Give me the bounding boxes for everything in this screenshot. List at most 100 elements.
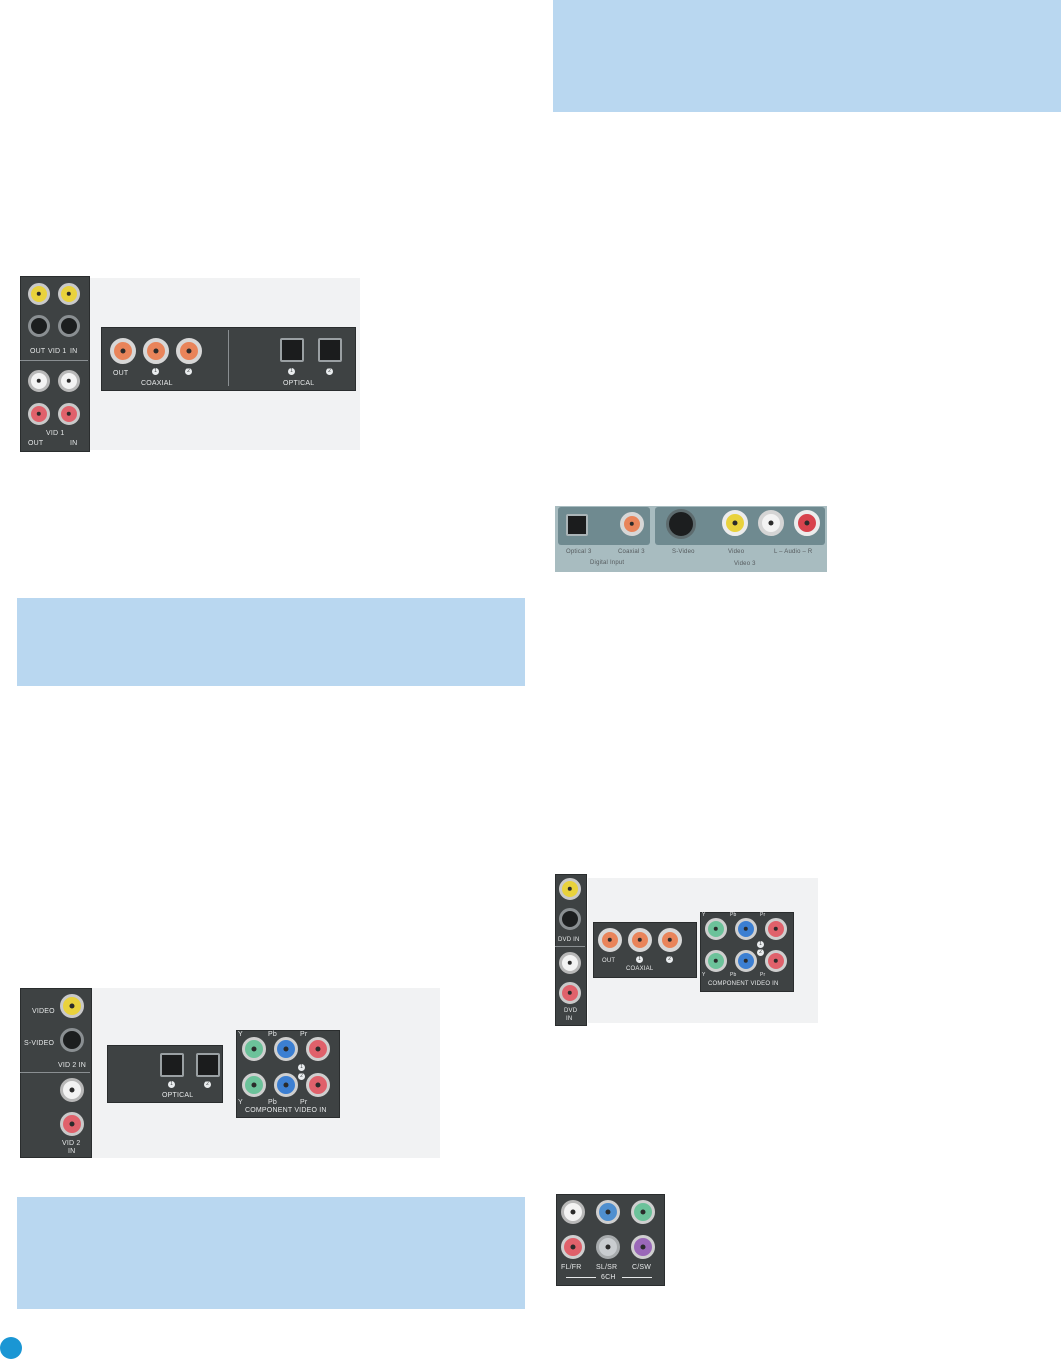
component-video-in-label: COMPONENT VIDEO IN: [245, 1107, 327, 1114]
audio-r-in-jack: [58, 403, 80, 425]
vid1-out-label: OUT: [30, 348, 46, 355]
video-out-jack: [28, 283, 50, 305]
coaxial3-label: Coaxial 3: [618, 549, 645, 555]
vid1-label: VID 1: [48, 348, 67, 355]
6ch-flfr-label: FL/FR: [561, 1264, 582, 1271]
dvd-audio-l-jack: [559, 952, 581, 974]
6ch-bracket-right: [622, 1277, 652, 1278]
svideo-in-jack: [58, 315, 80, 337]
optical-b2-number: 2: [204, 1081, 211, 1088]
component-1-pr-label: Pr: [300, 1031, 308, 1038]
audio-r-out-jack: [28, 403, 50, 425]
6ch-c-jack: [631, 1200, 655, 1224]
dvd-coaxial-2-number: 2: [666, 956, 673, 963]
dvd-audio-r-jack: [559, 982, 581, 1004]
vid1-divider: [20, 360, 88, 361]
dvd-coaxial-2-jack: [658, 928, 682, 952]
optical3-jack: [566, 514, 588, 536]
dvd-coaxial-1-jack: [628, 928, 652, 952]
svideo-out-jack: [28, 315, 50, 337]
component-1-pb-label: Pb: [268, 1031, 277, 1038]
component-1-pr-jack: [306, 1037, 330, 1061]
dvd-coaxial-1-number: 1: [636, 956, 643, 963]
vid2-audio-l-jack: [60, 1078, 84, 1102]
vid2-svideo-jack: [60, 1028, 84, 1052]
dvd-component-2-pb-label: Pb: [730, 972, 737, 978]
component-2-number: 2: [298, 1073, 305, 1080]
audio3-label: L – Audio – R: [774, 549, 813, 555]
audio3-l-jack: [758, 510, 784, 536]
dvd-component-1-pb-jack: [735, 918, 757, 940]
svideo3-jack: [666, 509, 696, 539]
vid1-audio-out-label: OUT: [28, 440, 44, 447]
dvd-coaxial-out-label: OUT: [602, 958, 616, 964]
vid2-in-label: VID 2 IN: [58, 1062, 87, 1069]
digital-input-label: Digital Input: [590, 560, 625, 566]
vid2-divider: [20, 1072, 90, 1073]
6ch-label: 6CH: [601, 1274, 616, 1281]
dvd-component-1-pb-label: Pb: [730, 912, 737, 918]
component-2-pr-label: Pr: [300, 1099, 308, 1106]
vid2-audio-in-label: IN: [68, 1148, 76, 1155]
dvd-component-2-pb-jack: [735, 950, 757, 972]
6ch-sw-jack: [631, 1235, 655, 1259]
dvd-component-2-pr-label: Pr: [760, 972, 766, 978]
6ch-fl-jack: [561, 1200, 585, 1224]
optical3-label: Optical 3: [566, 549, 592, 555]
audio-l-out-jack: [28, 370, 50, 392]
optical-b2-jack: [196, 1053, 220, 1077]
component-1-y-jack: [242, 1037, 266, 1061]
dvd-component-2-pr-jack: [765, 950, 787, 972]
6ch-slsr-label: SL/SR: [596, 1264, 618, 1271]
dvd-component-2-y-jack: [705, 950, 727, 972]
optical-1-jack: [280, 338, 304, 362]
optical-label: OPTICAL: [283, 380, 315, 387]
vid1-audio-label: VID 1: [46, 430, 65, 437]
video-label: VIDEO: [32, 1008, 55, 1015]
dvd-component-1-y-label: Y: [702, 912, 706, 918]
coaxial3-jack: [620, 512, 644, 536]
dvd-divider: [555, 946, 585, 947]
coaxial-2-jack: [176, 338, 202, 364]
vid1-in-label: IN: [70, 348, 78, 355]
coaxial-2-number: 2: [185, 368, 192, 375]
optical-1-number: 1: [288, 368, 295, 375]
dvd-coaxial-out-jack: [598, 928, 622, 952]
optical-b1-jack: [160, 1053, 184, 1077]
dvd-video-jack: [559, 878, 581, 900]
coaxial-1-number: 1: [152, 368, 159, 375]
component-1-y-label: Y: [238, 1031, 243, 1038]
6ch-fr-jack: [561, 1235, 585, 1259]
svideo-label: S-VIDEO: [24, 1040, 55, 1047]
6ch-sl-jack: [596, 1200, 620, 1224]
component-2-pb-label: Pb: [268, 1099, 277, 1106]
dvd-audio-in-label: IN: [566, 1016, 573, 1022]
callout-box-bottom-left: [17, 1197, 525, 1309]
dvd-component-video-in-label: COMPONENT VIDEO IN: [708, 981, 779, 987]
dvd-component-2-number: 2: [757, 949, 764, 956]
dvd-component-1-y-jack: [705, 918, 727, 940]
circle-bullet-icon: [0, 1337, 22, 1359]
dvd-component-1-pr-jack: [765, 918, 787, 940]
component-1-pb-jack: [274, 1037, 298, 1061]
vid2-audio-r-jack: [60, 1112, 84, 1136]
component-2-y-label: Y: [238, 1099, 243, 1106]
video3-jack: [722, 510, 748, 536]
optical-2-jack: [318, 338, 342, 362]
svideo3-label: S-Video: [672, 549, 695, 555]
audio3-r-jack: [794, 510, 820, 536]
coaxial-label: COAXIAL: [141, 380, 173, 387]
video3-video-label: Video: [728, 549, 745, 555]
vid1-audio-in-label: IN: [70, 440, 78, 447]
component-1-number: 1: [298, 1064, 305, 1071]
vid2-label: VID 2: [62, 1140, 81, 1147]
component-2-pb-jack: [274, 1073, 298, 1097]
video-in-jack: [58, 283, 80, 305]
callout-box-top-right: [553, 0, 1061, 112]
vid1-jack-column: [20, 276, 90, 452]
dvd-svideo-jack: [559, 908, 581, 930]
dvd-label: DVD: [564, 1008, 578, 1014]
dvd-component-2-y-label: Y: [702, 972, 706, 978]
optical-b-label: OPTICAL: [162, 1092, 194, 1099]
dvd-in-label: DVD IN: [558, 937, 580, 943]
